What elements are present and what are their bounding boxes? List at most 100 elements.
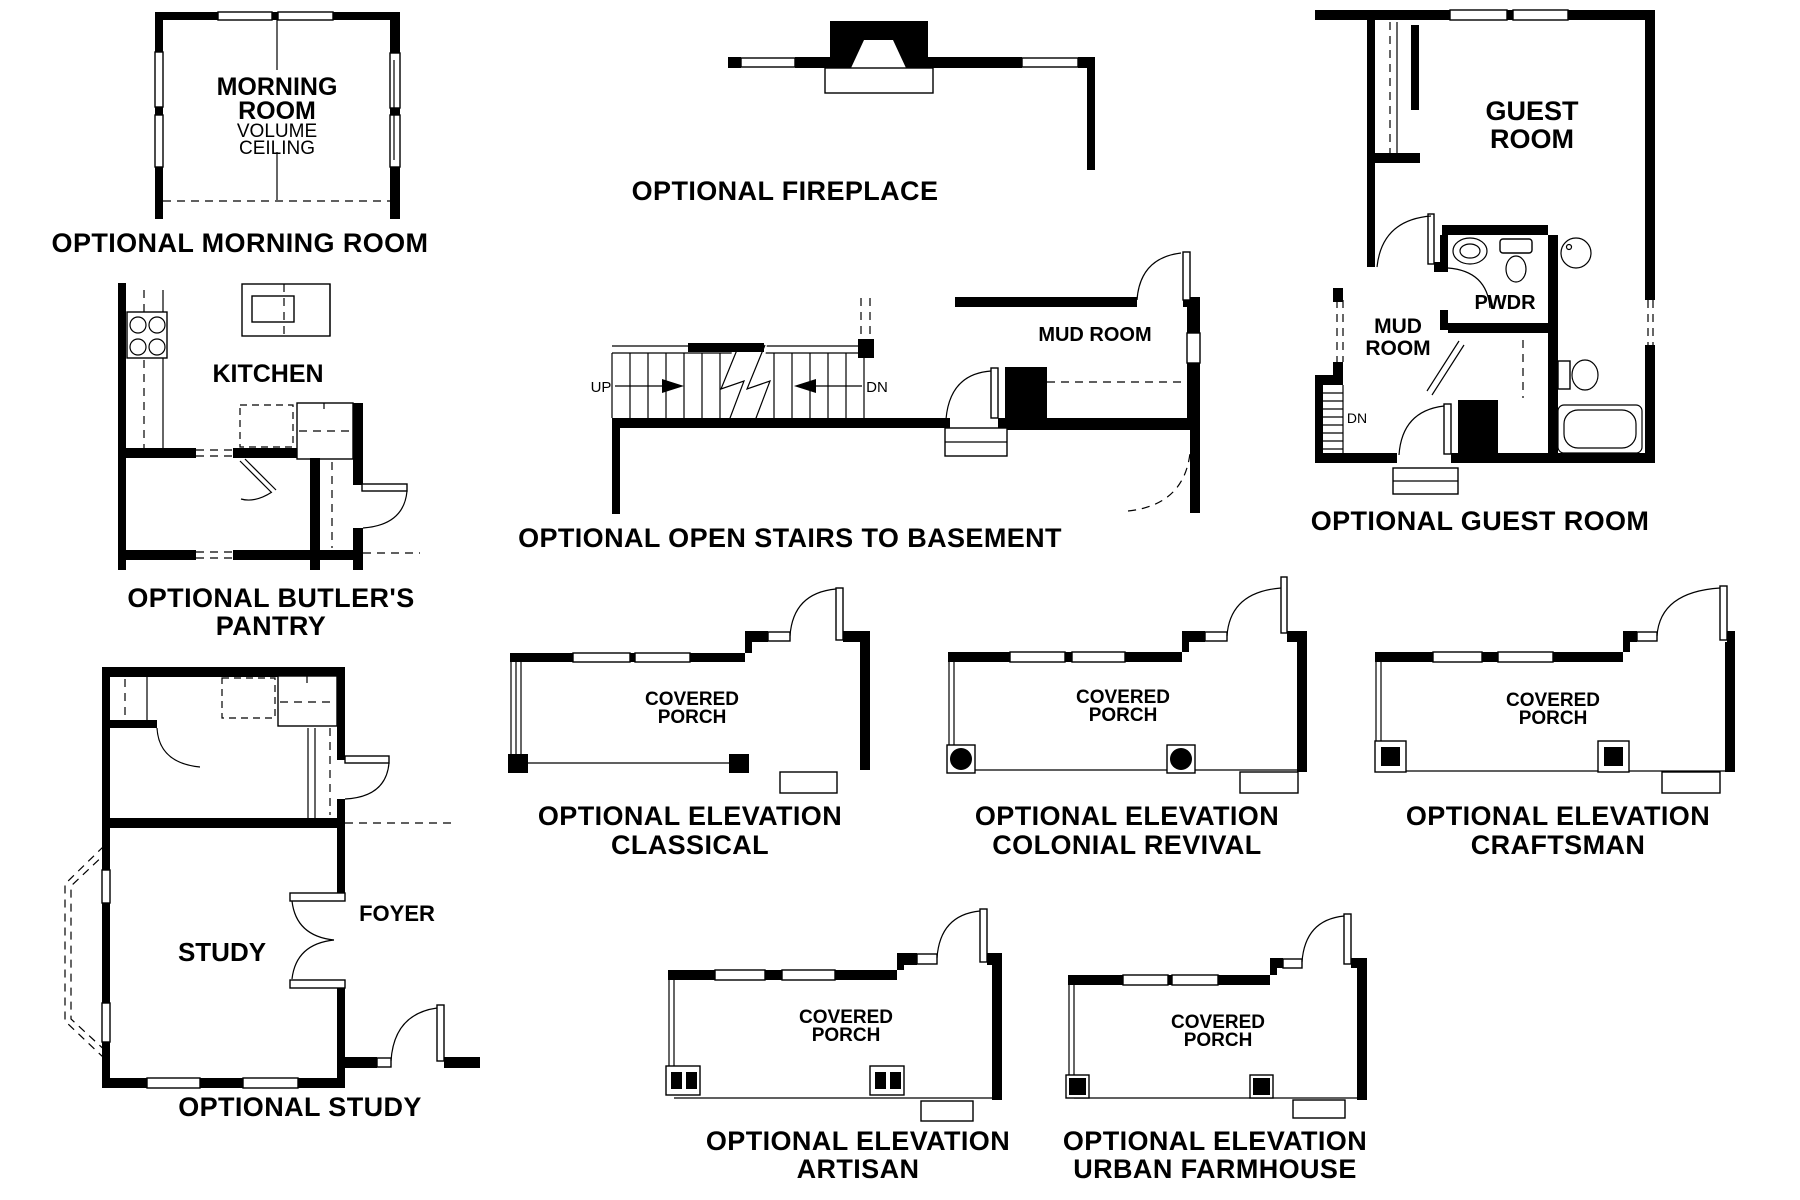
dn-label: DN [866,379,888,396]
porch-post [729,754,749,773]
volume-ceiling-note: VOLUME [237,121,317,142]
guest-room-label: ROOM [1490,124,1574,154]
fireplace-diagram: OPTIONAL FIREPLACE [632,21,1095,206]
door-arc [156,727,201,768]
bay-window-dashed [70,849,110,1055]
open-stairs-diagram: UP DN MUD ROOM OPTIONAL OPEN STAIRS TO B… [518,251,1201,553]
square-column-icon [1597,740,1630,773]
door-arc [1136,252,1182,301]
tub-icon [1557,404,1643,454]
door-leaf [1443,403,1452,455]
elevation-classical-diagram: COVERED PORCH OPTIONAL ELEVATION CLASSIC… [508,587,870,860]
guest-room-diagram: GUEST ROOM PWDR MUD ROOM [1311,9,1655,536]
door-swing-dashed [1127,452,1191,512]
door-arc [1656,587,1721,637]
covered-porch-label: COVERED [1171,1012,1265,1033]
study-label: STUDY [178,937,266,967]
porch-step [1292,1099,1346,1119]
break-line [719,344,746,427]
elevation-craftsman-diagram: COVERED PORCH OPTIONAL ELEVATION CRAFTSM… [1374,585,1735,860]
elevation-urban-farmhouse-diagram: COVERED PORCH OPTIONAL ELEVATION URBAN F… [1063,913,1367,1184]
guest-room-label: GUEST [1485,96,1579,126]
covered-porch-label: COVERED [645,689,739,710]
porch-step [1661,771,1721,794]
elevation-craftsman-caption: CRAFTSMAN [1471,830,1646,860]
elevation-craftsman-caption: OPTIONAL ELEVATION [1406,801,1710,831]
door-arc [1376,215,1432,268]
porch-step [779,771,838,794]
morning-room-caption: OPTIONAL MORNING ROOM [52,228,429,258]
fireplace-caption: OPTIONAL FIREPLACE [632,176,939,206]
hearth [824,67,934,94]
morning-room-diagram: MORNING ROOM VOLUME CEILING OPTIONAL MOR… [52,11,429,258]
round-column-icon [946,744,976,774]
round-column-icon [1166,744,1196,774]
mud-room-label: MUD ROOM [1038,324,1151,346]
elevation-classical-caption: OPTIONAL ELEVATION [538,801,842,831]
toilet-icon [1505,255,1527,283]
elevation-urban-farmhouse-caption: OPTIONAL ELEVATION [1063,1126,1367,1156]
up-arrow-icon [662,379,684,393]
porch-post [508,754,528,773]
basement-stair-treads [1323,385,1344,453]
elevation-urban-farmhouse-caption: URBAN FARMHOUSE [1073,1154,1357,1184]
mud-room-label: ROOM [1365,337,1430,360]
door-leaf [835,587,844,641]
study-caption: OPTIONAL STUDY [178,1092,422,1122]
square-post-icon [1065,1074,1090,1099]
door-arc [1301,915,1345,963]
sink-icon [241,283,331,337]
door-leaf [1280,576,1288,634]
covered-porch-label: PORCH [1184,1030,1253,1051]
door-arc [1447,267,1491,309]
morning-room-label: ROOM [238,97,316,125]
dn-arrow-icon [794,379,816,393]
door-leaf [1427,213,1435,265]
bath-sink-icon [1560,237,1592,269]
door-arc [1226,587,1282,637]
study-diagram: STUDY FOYER OPTIONAL STUDY [64,667,480,1122]
elevation-colonial-caption: OPTIONAL ELEVATION [975,801,1279,831]
butlers-pantry-caption: OPTIONAL BUTLER'S [127,583,414,613]
elevation-artisan-caption: OPTIONAL ELEVATION [706,1126,1010,1156]
double-post-icon [665,1065,701,1096]
square-post-icon [1249,1074,1274,1099]
elevation-classical-caption: CLASSICAL [611,830,769,860]
french-door-arc [291,939,335,980]
door-leaf [979,908,988,963]
volume-ceiling-note: CEILING [239,138,315,159]
door-arc [945,370,992,420]
powder-room-fixtures [1452,237,1533,283]
covered-porch-label: COVERED [1076,687,1170,708]
up-label: UP [591,379,612,396]
door-arc [789,588,837,637]
porch-step [920,1100,974,1122]
door-leaf [436,1004,445,1062]
door-arc [362,490,408,529]
door-arc [344,762,390,800]
guest-room-caption: OPTIONAL GUEST ROOM [1311,506,1650,536]
dn-label: DN [1347,410,1367,426]
covered-porch-label: COVERED [799,1007,893,1028]
foyer-label: FOYER [359,901,435,926]
morning-room-label: MORNING [217,73,338,101]
break-line-mask [721,344,767,427]
break-line [745,344,772,427]
toilet-icon [1571,359,1599,391]
mud-room-label: MUD [1374,315,1422,338]
elevation-colonial-caption: COLONIAL REVIVAL [992,830,1261,860]
door-arc [240,491,273,501]
covered-porch-label: PORCH [658,707,727,728]
double-post-icon [869,1065,905,1096]
open-stairs-caption: OPTIONAL OPEN STAIRS TO BASEMENT [518,523,1062,553]
firebox [851,40,906,68]
door-leaf [361,483,408,492]
covered-porch-label: PORCH [812,1025,881,1046]
door-arc [1398,405,1445,456]
stove-icon [126,311,168,359]
kitchen-label: KITCHEN [212,360,323,388]
door-leaf [1719,585,1728,641]
square-column-icon [1374,740,1407,773]
pwdr-label: PWDR [1474,292,1536,314]
